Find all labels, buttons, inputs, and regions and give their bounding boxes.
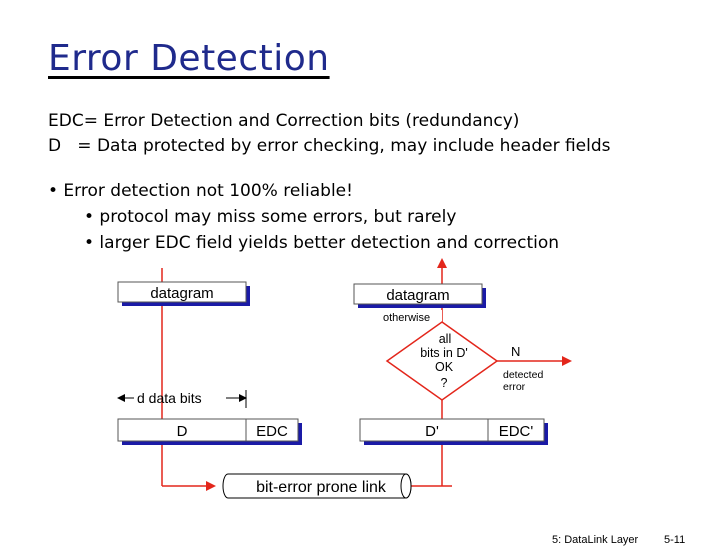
- sender-edc-field: EDC: [256, 423, 288, 440]
- detected-label: detected: [503, 369, 543, 381]
- bit-error-link: bit-error prone link: [222, 473, 412, 499]
- bullet-main: • Error detection not 100% reliable!: [48, 181, 353, 201]
- decision-line-3: OK: [435, 360, 454, 374]
- page-number: 5-11: [664, 534, 686, 546]
- receiver-edc-field: EDC': [499, 423, 534, 440]
- decision-line-4: ?: [441, 376, 448, 390]
- definition-edc: EDC= Error Detection and Correction bits…: [48, 111, 520, 131]
- bullet-sub-edc: • larger EDC field yields better detecti…: [84, 233, 560, 253]
- sender-frame: D EDC: [117, 418, 302, 445]
- decision-diamond: all bits in D' OK ?: [385, 321, 499, 401]
- link-label: bit-error prone link: [256, 479, 387, 496]
- sender-d-field: D: [177, 423, 188, 440]
- bullet-list: • Error detection not 100% reliable! • p…: [48, 178, 559, 256]
- definitions: EDC= Error Detection and Correction bits…: [48, 109, 611, 159]
- n-label: N: [511, 344, 520, 359]
- definition-d: D = Data protected by error checking, ma…: [48, 136, 611, 156]
- sender-datagram-label: datagram: [150, 285, 213, 302]
- otherwise-label: otherwise: [383, 312, 430, 324]
- receiver-datagram-label: datagram: [386, 287, 449, 304]
- bullet-sub-miss: • protocol may miss some errors, but rar…: [84, 207, 457, 227]
- error-label: error: [503, 381, 526, 393]
- d-data-bits-label: d data bits: [137, 390, 202, 406]
- decision-line-1: all: [439, 332, 452, 346]
- slide-title: Error Detection: [48, 38, 330, 79]
- receiver-d-field: D': [425, 423, 439, 440]
- sender-datagram: datagram: [117, 281, 250, 306]
- footer-chapter: 5: DataLink Layer: [552, 534, 639, 546]
- receiver-frame: D' EDC': [359, 418, 548, 445]
- d-data-bits-span: d data bits: [117, 390, 247, 408]
- receiver-datagram: datagram: [353, 283, 486, 308]
- decision-line-2: bits in D': [420, 346, 468, 360]
